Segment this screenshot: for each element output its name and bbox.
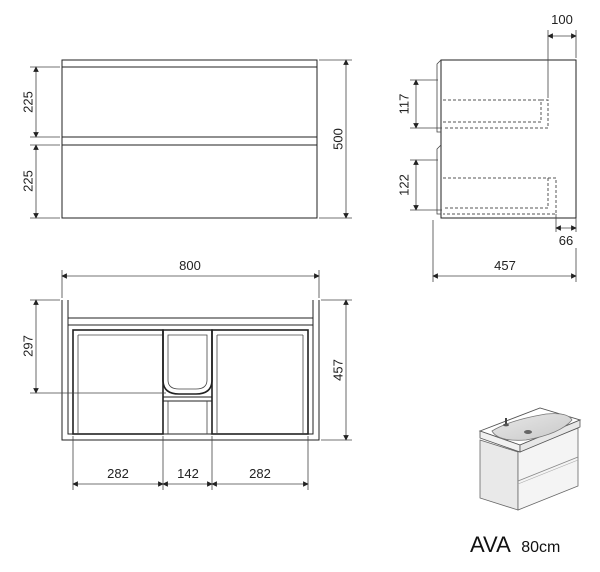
upper-drawer-hidden bbox=[443, 99, 542, 123]
drawer-gap-lower-label: 122 bbox=[396, 174, 411, 196]
vanity-3d-illustration bbox=[478, 407, 582, 511]
model-size: 80cm bbox=[521, 539, 560, 556]
depth-offset-top-label: 100 bbox=[551, 12, 573, 27]
cabinet-side-outline bbox=[440, 59, 577, 219]
top-view: 800 297 457 282 142 282 bbox=[20, 258, 352, 490]
drawer-height-bottom-label: 225 bbox=[20, 170, 35, 192]
width-label: 800 bbox=[179, 258, 201, 273]
front-left-dimension: 225 225 bbox=[20, 66, 60, 219]
upper-drawer-front-profile bbox=[436, 59, 442, 133]
right-compartment bbox=[211, 329, 309, 435]
inner-depth-label: 297 bbox=[20, 335, 35, 357]
right-section-label: 282 bbox=[249, 466, 271, 481]
side-top-dimension: 100 bbox=[547, 12, 577, 98]
side-back-dimension: 66 bbox=[555, 214, 577, 248]
side-depth-dimension: 457 bbox=[432, 220, 577, 282]
model-name: AVA bbox=[470, 532, 511, 557]
drawer-height-top-label: 225 bbox=[20, 91, 35, 113]
cabinet-front-outline bbox=[61, 59, 318, 219]
siphon-cutout bbox=[162, 329, 213, 395]
side-depth-label: 457 bbox=[494, 258, 516, 273]
top-sections-dimension: 282 142 282 bbox=[72, 436, 309, 490]
side-upper-dimension: 117 bbox=[396, 79, 442, 129]
back-offset-label: 66 bbox=[559, 233, 573, 248]
side-view: 100 117 122 66 457 bbox=[396, 12, 577, 282]
left-section-label: 282 bbox=[107, 466, 129, 481]
cabinet-top-outline bbox=[61, 300, 320, 441]
middle-section-label: 142 bbox=[177, 466, 199, 481]
top-depth-dimension: 457 bbox=[321, 299, 352, 441]
lower-drawer-hidden bbox=[443, 177, 549, 209]
top-width-dimension: 800 bbox=[61, 258, 320, 298]
model-title: AVA 80cm bbox=[470, 532, 560, 557]
lower-drawer-front-profile bbox=[436, 144, 442, 215]
drawer-gap-upper-label: 117 bbox=[396, 94, 411, 115]
left-compartment bbox=[72, 329, 164, 435]
front-right-dimension: 500 bbox=[319, 59, 352, 219]
side-lower-dimension: 122 bbox=[396, 159, 442, 211]
total-height-label: 500 bbox=[330, 128, 345, 150]
top-depth-label: 457 bbox=[330, 359, 345, 381]
top-inner-depth-dimension: 297 bbox=[20, 299, 166, 394]
front-view: 225 225 500 bbox=[20, 59, 352, 219]
